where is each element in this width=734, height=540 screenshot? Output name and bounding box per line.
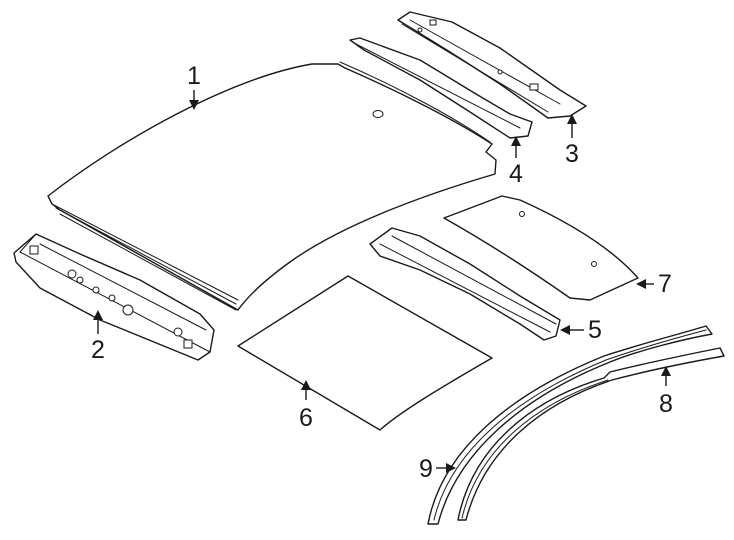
callout-9: 9	[419, 455, 456, 483]
callout-label-4: 4	[509, 160, 523, 188]
roof-panel	[47, 61, 497, 311]
roof-bow	[349, 37, 533, 139]
callout-4: 4	[509, 136, 523, 188]
roof-insulator	[237, 275, 493, 431]
callout-label-1: 1	[187, 62, 201, 90]
callout-label-9: 9	[419, 455, 433, 483]
front-header-rail	[13, 233, 215, 361]
callout-1: 1	[187, 62, 201, 110]
callout-3: 3	[565, 114, 579, 168]
rear-header-rail	[397, 11, 587, 119]
rear-bow	[369, 227, 561, 341]
callout-7: 7	[636, 270, 672, 298]
callout-label-7: 7	[658, 270, 672, 298]
callout-label-6: 6	[299, 404, 313, 432]
callout-label-8: 8	[659, 390, 673, 418]
callout-label-2: 2	[91, 336, 105, 364]
callout-label-3: 3	[565, 140, 579, 168]
sunroof-panel	[443, 195, 639, 301]
callout-5: 5	[560, 316, 602, 344]
callout-2: 2	[91, 310, 105, 364]
callout-8: 8	[659, 366, 673, 418]
outer-roof-molding	[427, 325, 713, 525]
callout-label-5: 5	[588, 316, 602, 344]
callout-6: 6	[299, 380, 313, 432]
inner-roof-molding	[457, 347, 725, 521]
